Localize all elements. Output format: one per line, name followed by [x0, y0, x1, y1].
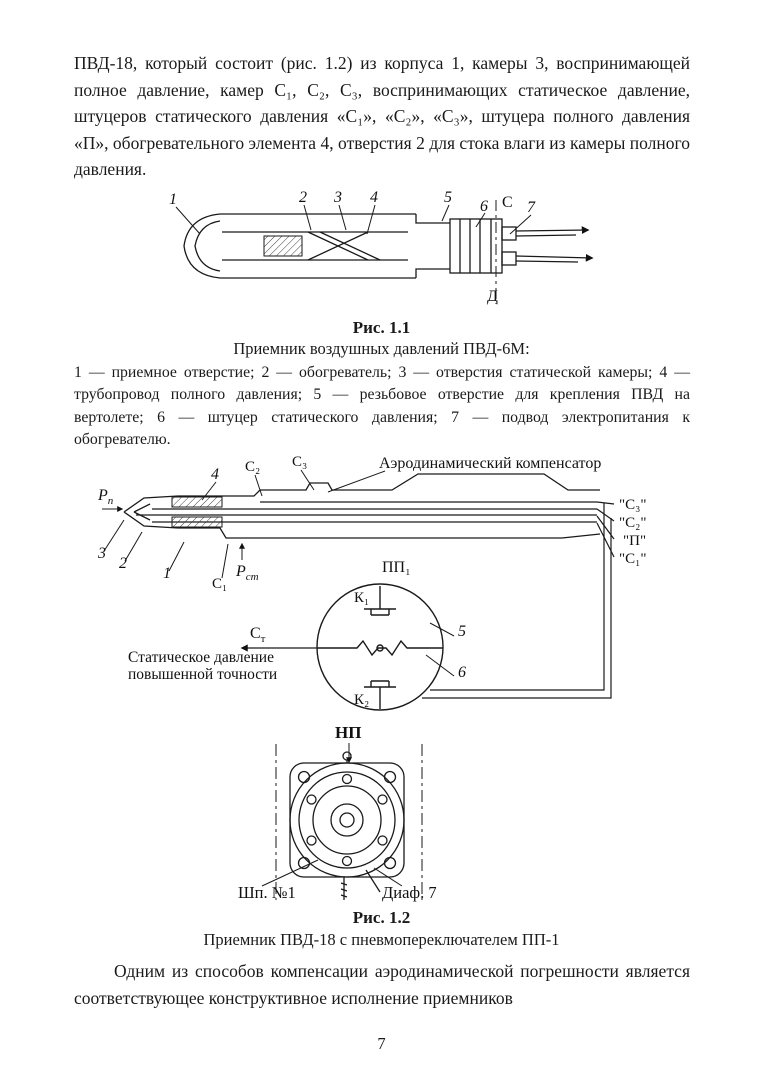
fig1-callout-2: 2: [299, 190, 307, 206]
fig1-callout-3: 3: [333, 190, 342, 206]
fig2-callout-3: 3: [97, 545, 106, 562]
figure-1-2-drawing: Аэродинамический компенсатор С₂ С₃ 4 Рп …: [97, 454, 646, 902]
intro-paragraph: ПВД-18, который состоит (рис. 1.2) из ко…: [74, 53, 690, 179]
fig2-callout-6: 6: [458, 664, 466, 681]
fig1-callout-letters: С Д: [487, 194, 513, 305]
figure-1-1-legend: 1 — приемное отверстие; 2 — обогреватель…: [74, 364, 690, 449]
fig1-callout-1: 1: [169, 191, 177, 208]
fig1-callout-leaders: [175, 204, 532, 235]
p-static-label: Рст: [235, 563, 259, 583]
fig1-callout-5: 5: [444, 190, 452, 206]
pp1-label: ПП₁: [382, 559, 411, 576]
figure-1-2: Аэродинамический компенсатор С₂ С₃ 4 Рп …: [92, 452, 672, 909]
fig1-callout-7: 7: [527, 199, 536, 216]
probe-body-drawing: [183, 213, 594, 279]
static-pressure-caption-line1: Статическое давление: [128, 649, 274, 666]
fig2-callout-1: 1: [163, 565, 171, 582]
fig1-callout-numbers: 1 2 3 4 5 6 7: [169, 189, 536, 216]
fig1-label-c: С: [502, 194, 513, 211]
fig2-callout-4: 4: [211, 466, 219, 483]
c1-chamber-label: С₁: [212, 576, 227, 592]
shp-label: Шп. №1: [238, 883, 296, 902]
fig1-callout-4: 4: [370, 190, 378, 206]
output-c1-label: "С₁": [619, 551, 646, 567]
page-number: 7: [377, 1034, 386, 1053]
pneumo-switch-drawing: [240, 583, 444, 711]
flange-drawing: [289, 751, 405, 900]
k2-valve-label: К₂: [354, 692, 369, 708]
k1-valve-label: К₁: [354, 590, 369, 606]
fig1-callout-6: 6: [480, 198, 488, 215]
pressure-output-lines: [422, 501, 615, 699]
output-c2-label: "С₂": [619, 515, 646, 531]
compensator-label: Аэродинамический компенсатор: [379, 455, 601, 472]
static-output-label: Ст: [250, 625, 266, 645]
figure-1-2-title: Рис. 1.2: [352, 908, 411, 927]
fig1-label-d: Д: [487, 288, 498, 305]
fig2-callout-5: 5: [458, 623, 466, 640]
figure-1-1-drawing: 1 2 3 4 5 6 7 С Д: [169, 189, 594, 305]
static-pressure-caption-line2: повышенной точности: [128, 666, 277, 683]
pvd18-probe-drawing: [123, 473, 601, 539]
figure-1-1: 1 2 3 4 5 6 7 С Д: [158, 189, 628, 319]
output-c3-label: "С₃": [619, 497, 646, 513]
c2-port-label: С₂: [245, 459, 260, 475]
diaf-label: Диаф. 7: [382, 883, 437, 902]
fig2-leader-lines: [102, 469, 455, 887]
fig2-callout-2: 2: [119, 555, 127, 572]
np-direction-label: НП: [335, 723, 361, 742]
p-total-label: Рп: [97, 487, 114, 507]
figure-1-2-subtitle: Приемник ПВД-18 с пневмопереключателем П…: [203, 930, 560, 949]
figure-1-1-subtitle: Приемник воздушных давлений ПВД-6М:: [233, 339, 530, 358]
c3-port-label: С₃: [292, 454, 307, 470]
figure-1-1-title: Рис. 1.1: [352, 318, 411, 337]
output-p-label: "П": [623, 533, 646, 549]
outro-paragraph: Одним из способов компенсации аэродинами…: [74, 961, 690, 1008]
